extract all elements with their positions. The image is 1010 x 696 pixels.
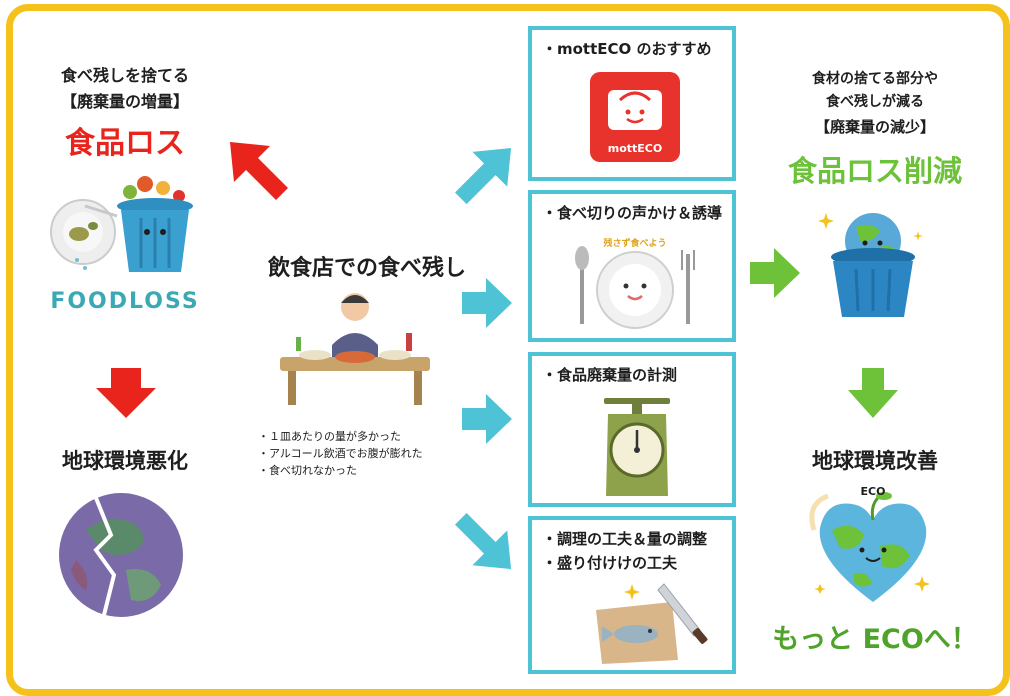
- right-line3: 【廃棄量の減少】: [814, 118, 935, 136]
- food-loss-reduction-headline: 食品ロス削減: [787, 154, 962, 188]
- mottECO-logo: [590, 72, 680, 162]
- up-left-arrow-red: [230, 142, 288, 200]
- measurement-box: ・食品廃棄量の計測: [528, 352, 736, 507]
- reason-item: ・アルコール飲酒でお腹が膨れた: [258, 447, 423, 460]
- left-line1: 食べ残しを捨てる: [60, 66, 189, 85]
- arrow-teal-up: [455, 148, 512, 205]
- mottECO-box: ・mottECO のおすすめ mottECO: [528, 26, 736, 181]
- arrow-green-right: [750, 248, 800, 298]
- box-label: ・盛り付けけの工夫: [542, 554, 678, 572]
- right-line1: 食材の捨てる部分や: [812, 71, 938, 87]
- center-title: 飲食店での食べ残し: [268, 256, 467, 281]
- left-line2: 【廃棄量の増量】: [60, 92, 189, 111]
- reason-item: ・１皿あたりの量が多かった: [258, 430, 401, 443]
- diner-illustration: [280, 293, 430, 405]
- cutting-board-fish-icon: [596, 583, 708, 664]
- right-result: 地球環境改善: [812, 449, 938, 473]
- polluted-earth-icon: [59, 493, 183, 617]
- arrow-teal-right: [462, 278, 512, 328]
- kitchen-scale-icon: [604, 398, 670, 496]
- box-label: ・食品廃棄量の計測: [542, 366, 678, 384]
- reason-item: ・食べ切れなかった: [258, 464, 357, 477]
- trash-illustration: [50, 176, 193, 272]
- box-label: ・食べ切りの声かけ＆誘導: [542, 204, 723, 222]
- eco-heart-earth-icon: [809, 492, 930, 602]
- box-label: ・調理の工夫＆量の調整: [542, 530, 708, 548]
- mottECO-logo-text: mottECO: [607, 142, 663, 155]
- eco-tag: ECO: [860, 485, 886, 498]
- left-result: 地球環境悪化: [62, 449, 188, 473]
- happy-earth-trash-icon: [818, 213, 923, 317]
- food-loss-headline: 食品ロス: [65, 126, 185, 161]
- box-label: ・mottECO のおすすめ: [542, 40, 712, 58]
- cooking-box: ・調理の工夫＆量の調整 ・盛り付けけの工夫: [528, 516, 736, 674]
- arrow-green-down: [848, 368, 898, 418]
- right-line2: 食べ残しが減る: [826, 94, 924, 110]
- arrow-teal-right: [462, 394, 512, 444]
- closing-slogan: もっと ECOへ！: [772, 624, 978, 655]
- encourage-box: ・食べ切りの声かけ＆誘導 残さず食べよう: [528, 190, 736, 342]
- plate-caption: 残さず食べよう: [603, 239, 667, 249]
- down-arrow-red: [96, 368, 156, 418]
- arrow-teal-down: [455, 513, 512, 570]
- smiling-plate-icon: [575, 246, 695, 329]
- foodloss-wordmark: FOODLOSS: [50, 289, 200, 314]
